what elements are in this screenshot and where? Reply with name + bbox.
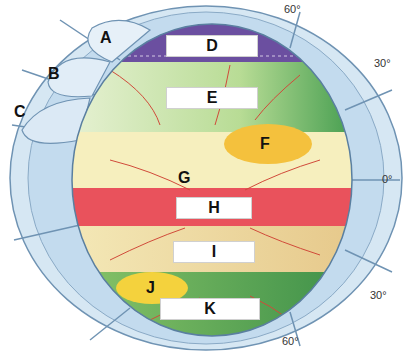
cell-letter: C — [14, 104, 26, 120]
cell-letter: A — [100, 30, 112, 46]
latitude-label: 30° — [374, 58, 391, 69]
box-letter: D — [206, 38, 218, 54]
latitude-label: 60° — [284, 4, 301, 15]
latitude-label: 0° — [382, 174, 393, 185]
answer-box: H — [176, 197, 252, 219]
latitude-label: 30° — [370, 290, 387, 301]
cell-letter: B — [48, 66, 60, 82]
answer-box: E — [166, 87, 258, 109]
latitude-label: 60° — [282, 336, 299, 347]
answer-box: D — [166, 35, 258, 57]
box-letter: H — [208, 200, 220, 216]
answer-box: I — [173, 241, 255, 263]
zone-letter: J — [146, 280, 155, 296]
zone-letter: F — [260, 136, 270, 152]
zone-letter: G — [178, 170, 190, 186]
box-letter: I — [212, 244, 216, 260]
box-letter: K — [204, 301, 216, 317]
box-letter: E — [207, 90, 218, 106]
answer-box: K — [160, 298, 260, 320]
